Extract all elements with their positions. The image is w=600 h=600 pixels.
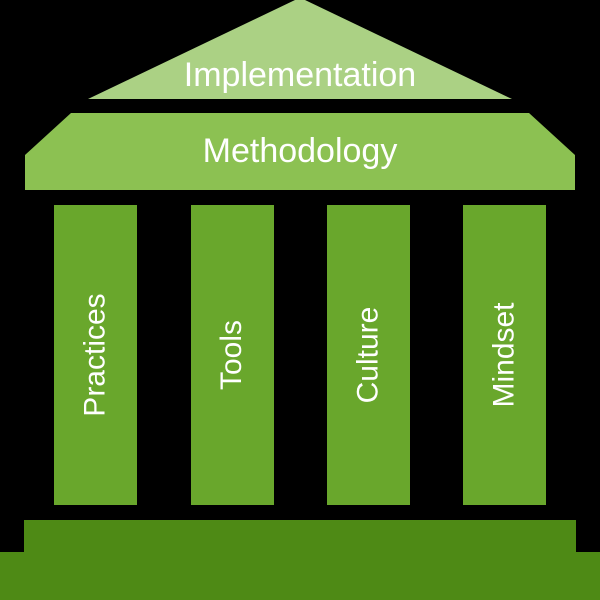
pillar-culture: Culture (327, 205, 410, 505)
pillar-tools: Tools (191, 205, 274, 505)
pillar-practices: Practices (54, 205, 137, 505)
pillar-practices-label: Practices (78, 293, 112, 417)
pillar-tools-label: Tools (215, 319, 249, 391)
entablature-band (25, 113, 575, 190)
pillar-mindset-label: Mindset (487, 302, 521, 408)
pillar-culture-label: Culture (351, 306, 385, 404)
pediment-triangle (88, 0, 512, 99)
pediment-label: Implementation (183, 56, 417, 94)
base-steps (0, 520, 600, 600)
entablature-label: Methodology (202, 132, 398, 170)
pillar-mindset: Mindset (463, 205, 546, 505)
